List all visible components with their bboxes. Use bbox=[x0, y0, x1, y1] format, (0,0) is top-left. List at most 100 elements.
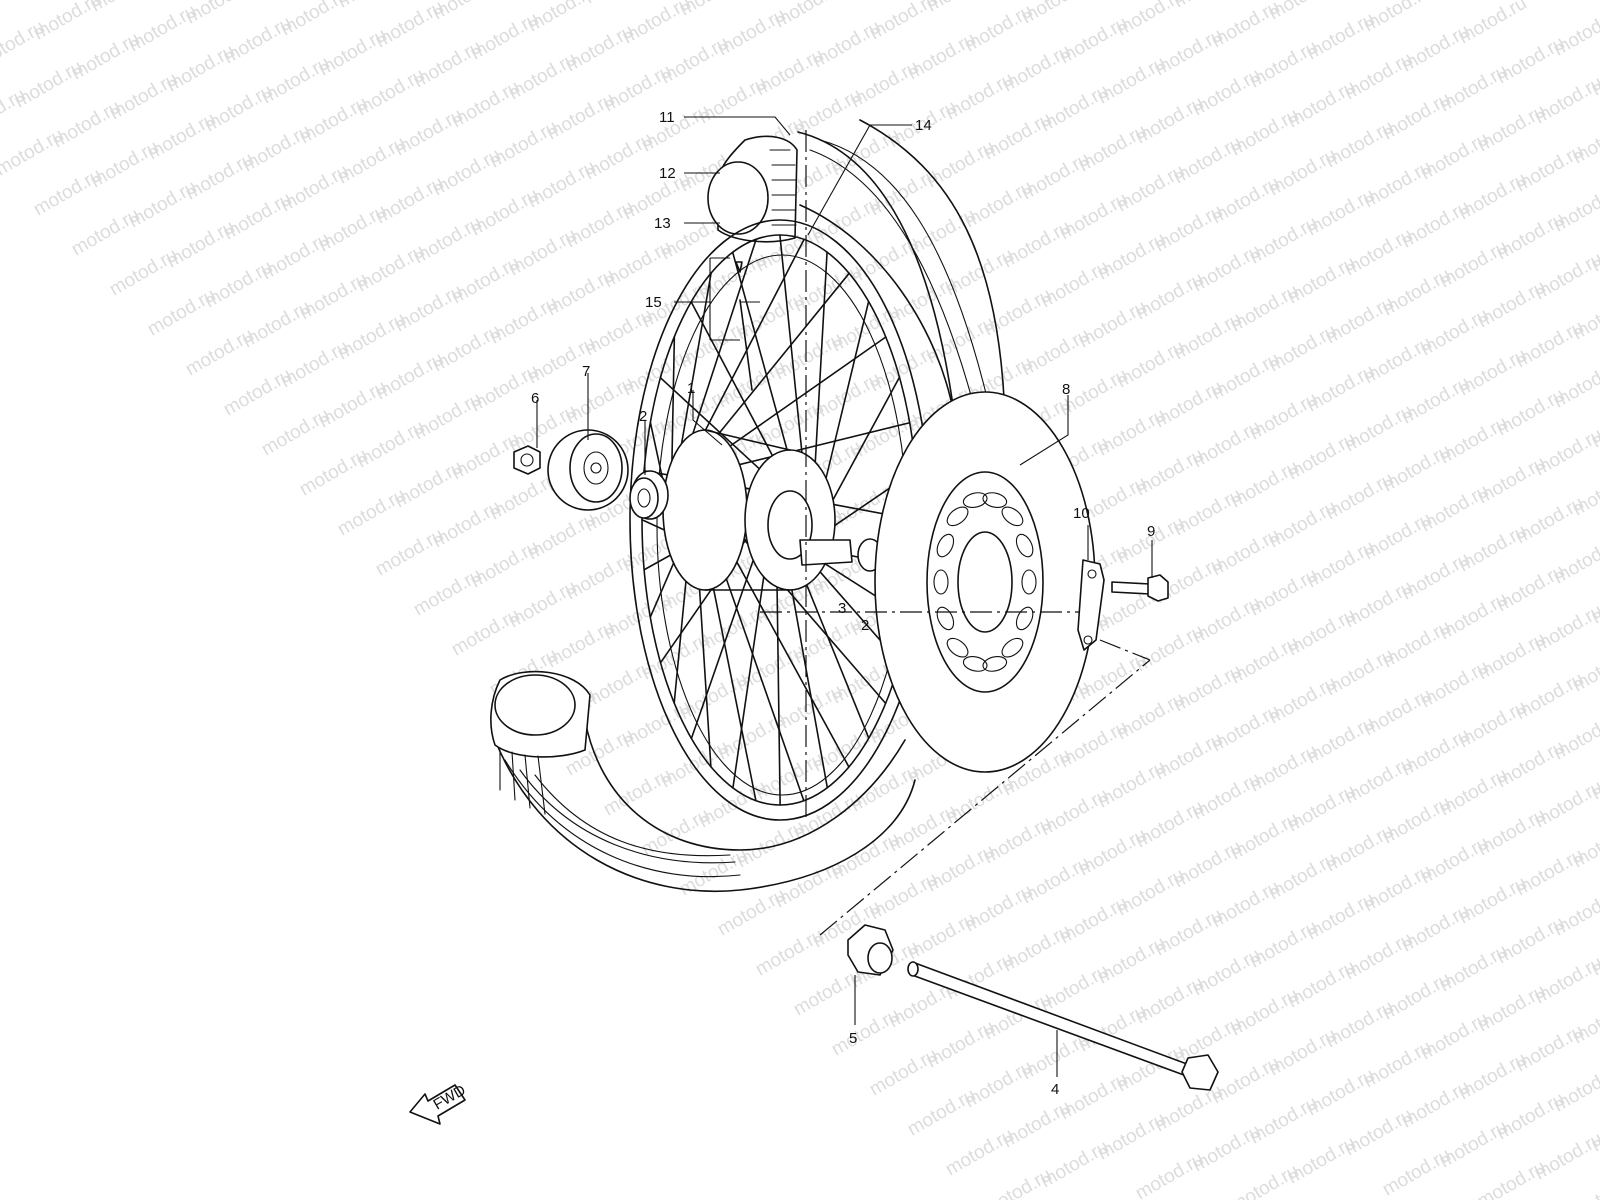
spoke bbox=[722, 336, 887, 452]
callout-label-2b: 2 bbox=[861, 617, 869, 634]
watermark-text: motod.ru bbox=[1227, 1161, 1302, 1200]
callout-label-3: 3 bbox=[838, 600, 846, 617]
watermark-text: motod.ru bbox=[714, 885, 789, 941]
reference-lines bbox=[760, 130, 1151, 936]
watermark-text: motod.ru bbox=[904, 1085, 979, 1141]
watermark-text: motod.ru bbox=[1379, 1145, 1454, 1200]
spoke bbox=[710, 272, 850, 444]
watermark-text: motod.ru bbox=[448, 605, 523, 661]
watermark-text: motod.ru bbox=[1569, 1169, 1600, 1200]
tire bbox=[490, 119, 1006, 892]
spoke bbox=[731, 421, 911, 468]
spoke bbox=[690, 548, 758, 740]
leader-lines bbox=[536, 116, 1153, 1077]
watermark-text: motod.ru bbox=[0, 0, 10, 32]
hub bbox=[662, 429, 883, 591]
watermark-text: motod.ru bbox=[790, 965, 865, 1021]
callout-label-7: 7 bbox=[582, 363, 590, 380]
callout-label-14: 14 bbox=[915, 117, 932, 134]
watermark-text: motod.ru bbox=[942, 1125, 1017, 1181]
valve-15 bbox=[735, 261, 753, 391]
spoke bbox=[659, 376, 767, 476]
spoke bbox=[776, 575, 781, 806]
spoke bbox=[826, 376, 901, 511]
callout-labels: 11 12 13 14 15 7 6 1 2 8 10 9 3 2 5 4 bbox=[531, 109, 1155, 1098]
disc-slot bbox=[982, 656, 1008, 672]
disc-slot bbox=[962, 492, 988, 508]
watermark-text: motod.ru bbox=[828, 1005, 903, 1061]
callout-label-2: 2 bbox=[639, 408, 647, 425]
callout-label-6: 6 bbox=[531, 390, 539, 407]
spoke bbox=[698, 238, 805, 444]
spoke bbox=[698, 576, 712, 768]
disc-slot bbox=[1001, 506, 1024, 527]
watermark-text: motod.ru bbox=[372, 525, 447, 581]
spoke bbox=[731, 251, 791, 462]
watermark-text: motod.ru bbox=[334, 485, 409, 541]
disc-slot bbox=[936, 606, 955, 631]
watermark-text: motod.ru bbox=[0, 125, 67, 181]
watermark-text: motod.ru bbox=[258, 405, 333, 461]
spoke bbox=[732, 564, 767, 789]
disc-slot bbox=[962, 656, 988, 672]
spoke bbox=[789, 578, 829, 789]
watermark-text: motod.ru bbox=[600, 765, 675, 821]
spoke bbox=[690, 301, 778, 465]
callout-label-9: 9 bbox=[1147, 523, 1155, 540]
bearing-2 bbox=[629, 470, 669, 520]
callout-label-12: 12 bbox=[659, 165, 676, 182]
watermark-text: motod.ru bbox=[1474, 1157, 1549, 1200]
brake-disc bbox=[874, 391, 1096, 773]
disc-slot bbox=[1021, 569, 1037, 595]
watermark-text: motod.ru bbox=[30, 165, 105, 221]
disc-slot bbox=[1015, 533, 1034, 558]
watermark-text: motod.ru bbox=[980, 1165, 1055, 1200]
callout-label-1: 1 bbox=[687, 380, 695, 397]
spoke bbox=[779, 234, 804, 465]
nut-6 bbox=[513, 445, 541, 475]
callout-label-15: 15 bbox=[645, 294, 662, 311]
disc-slot bbox=[946, 637, 969, 658]
callout-label-10: 10 bbox=[1073, 505, 1090, 522]
watermark-text: motod.ru bbox=[866, 1045, 941, 1101]
watermark-text: motod.ru bbox=[638, 805, 713, 861]
watermark-text: motod.ru bbox=[296, 445, 371, 501]
lock-washer-10 bbox=[1077, 559, 1105, 651]
spacer-5 bbox=[847, 924, 894, 976]
disc-slot bbox=[1001, 637, 1024, 658]
spoke bbox=[710, 576, 757, 802]
callout-label-8: 8 bbox=[1062, 381, 1070, 398]
watermark-text: motod.ru bbox=[144, 285, 219, 341]
watermark-text: motod.ru bbox=[1132, 1149, 1207, 1200]
spacer-7 bbox=[547, 429, 629, 511]
disc-slot bbox=[982, 492, 1008, 508]
fwd-arrow: FWD bbox=[409, 1082, 469, 1125]
watermark-text: motod.ru bbox=[220, 365, 295, 421]
watermark-text: motod.ru bbox=[410, 565, 485, 621]
bolt-9 bbox=[1111, 574, 1169, 602]
spoke bbox=[673, 568, 688, 704]
disc-slots bbox=[933, 492, 1037, 672]
watermark-text: motod.ru bbox=[752, 925, 827, 981]
watermark-text: motod.ru bbox=[828, 0, 903, 4]
spoke bbox=[676, 272, 712, 468]
watermark-text: motod.ru bbox=[182, 325, 257, 381]
disc-slot bbox=[946, 506, 969, 527]
disc-slot bbox=[933, 569, 949, 595]
axle-4 bbox=[907, 961, 1219, 1091]
watermark-text: motod.ru bbox=[0, 17, 48, 73]
disc-slot bbox=[1015, 606, 1034, 631]
watermark-text: motod.ru bbox=[0, 0, 67, 4]
watermark-text: motod.ru bbox=[106, 245, 181, 301]
callout-label-11: 11 bbox=[659, 109, 675, 126]
spoke bbox=[822, 300, 870, 492]
callout-label-13: 13 bbox=[654, 215, 671, 232]
spoke bbox=[686, 238, 757, 452]
spoke bbox=[802, 575, 870, 739]
callout-label-4: 4 bbox=[1051, 1081, 1059, 1098]
spoke bbox=[649, 552, 679, 619]
callout-label-5: 5 bbox=[849, 1030, 857, 1047]
spoke bbox=[813, 251, 828, 476]
